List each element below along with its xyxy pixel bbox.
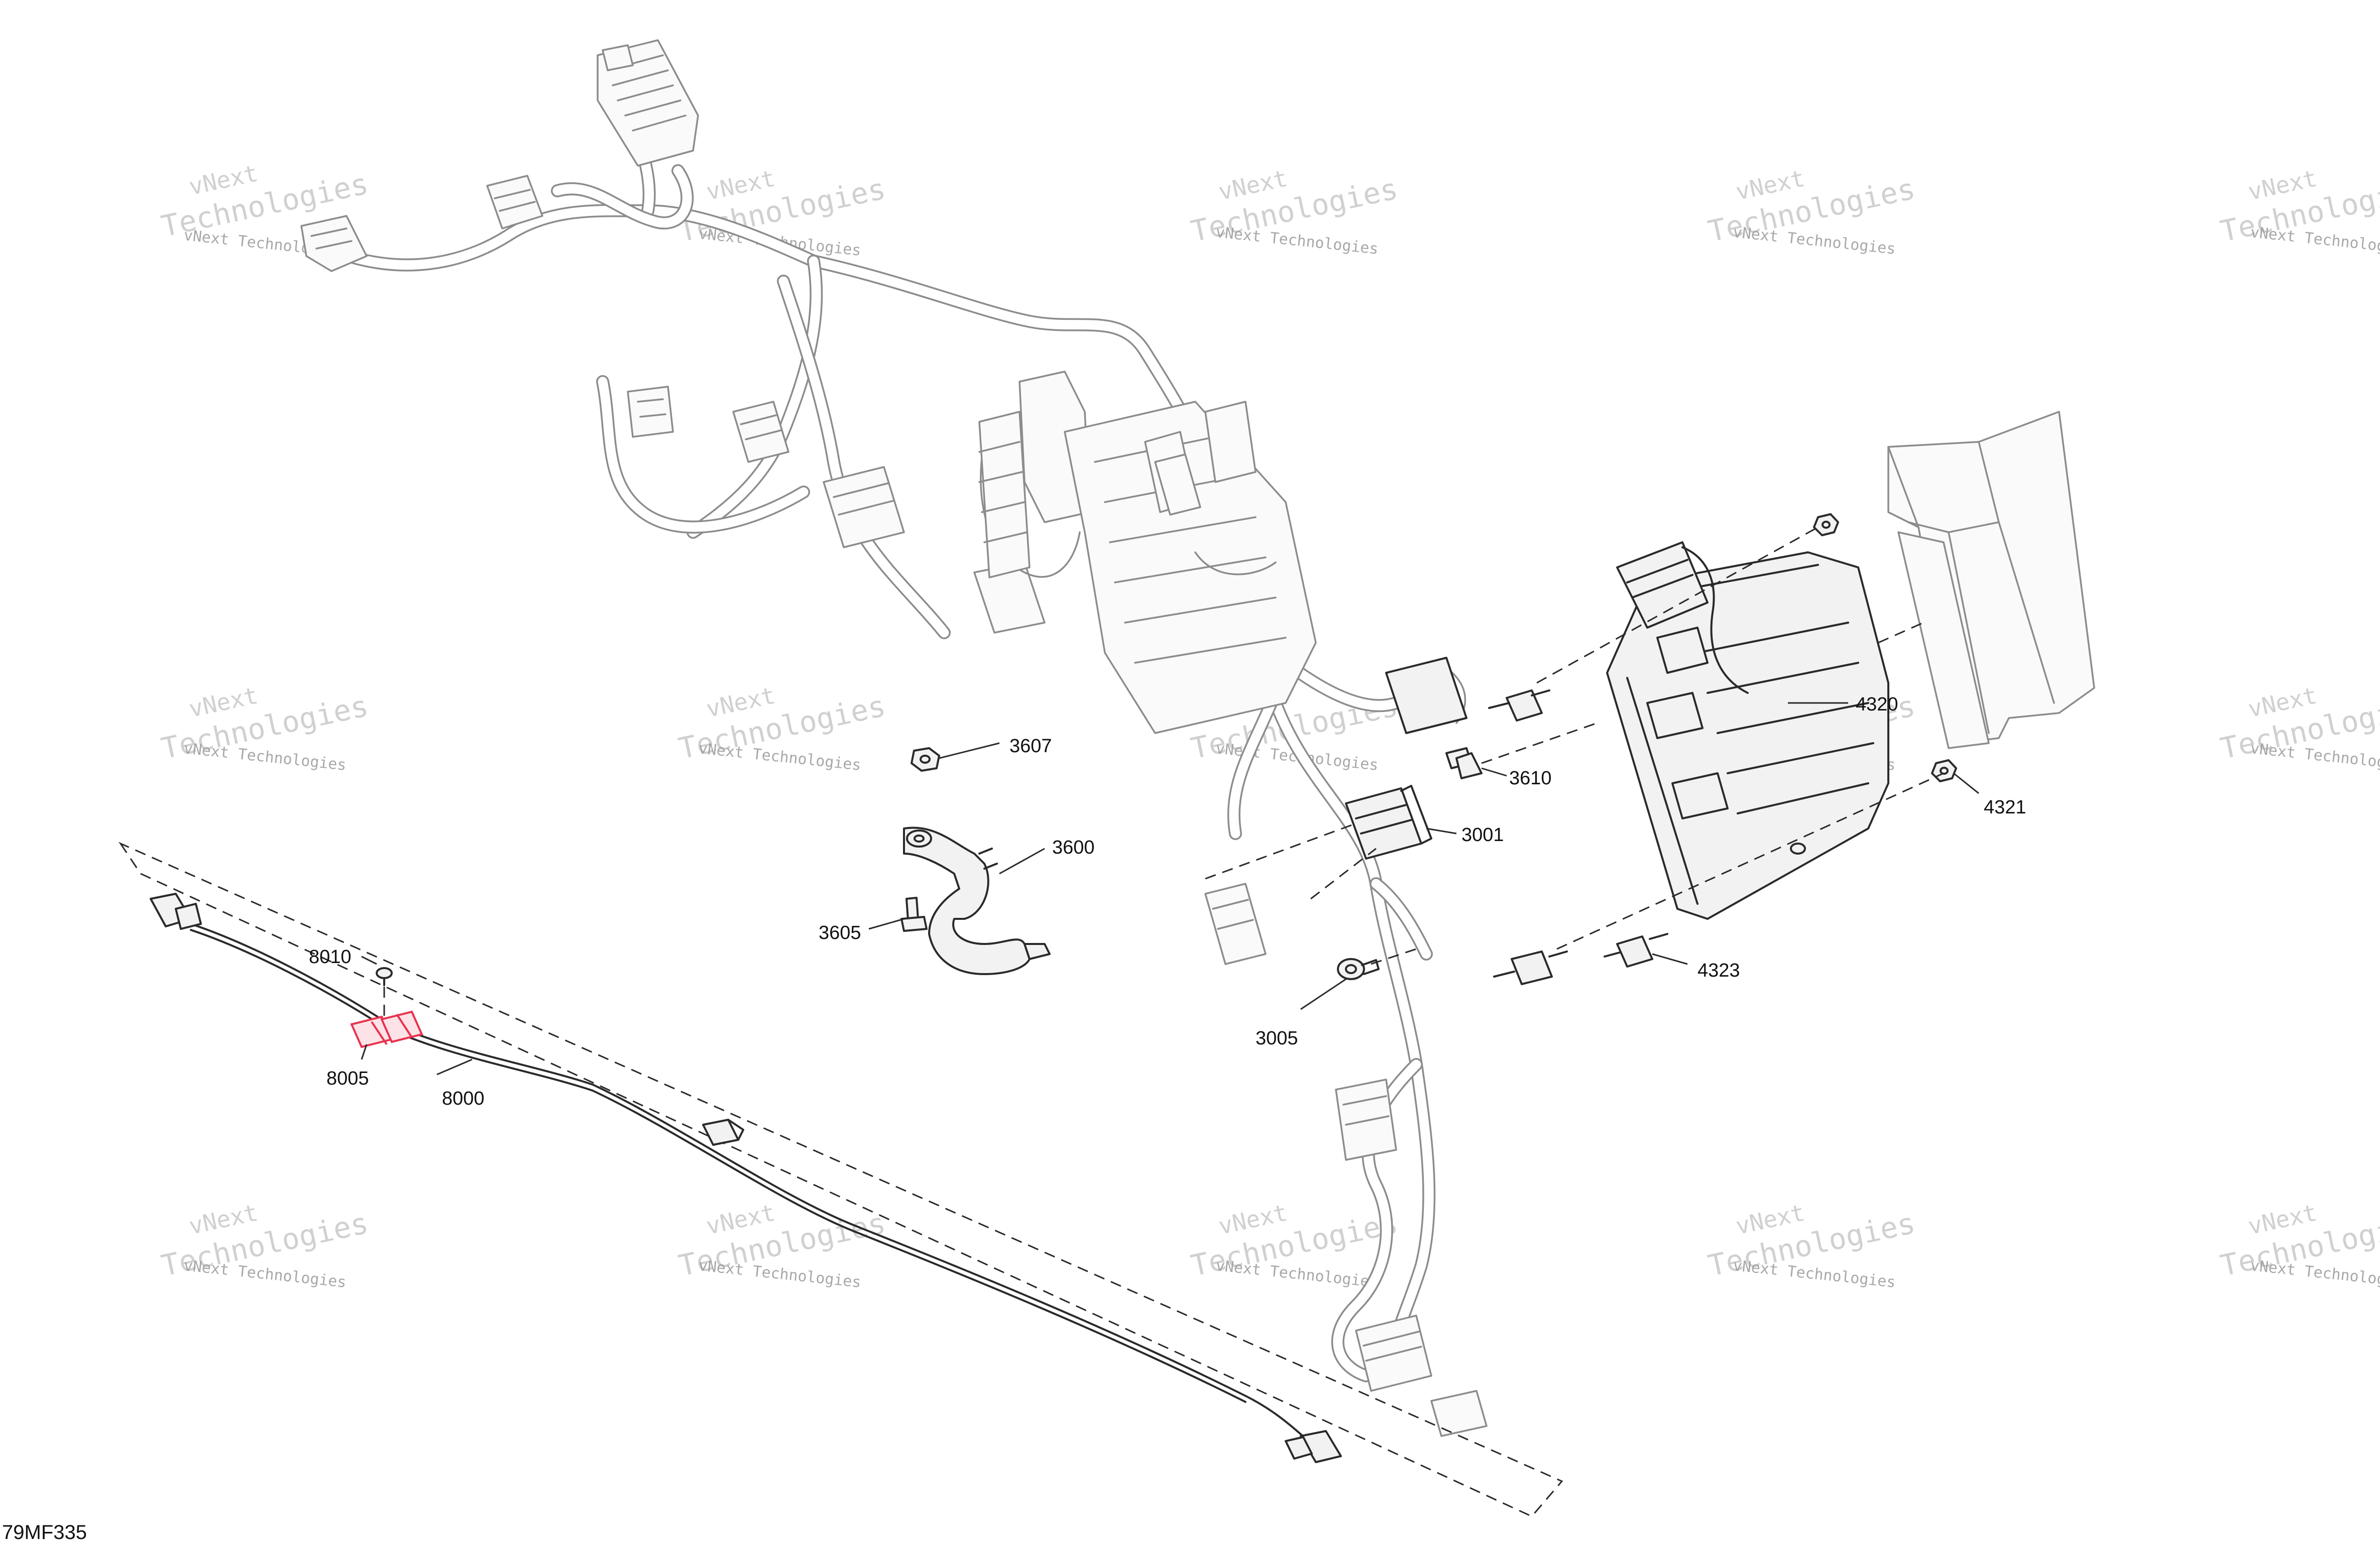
- voltage-regulator-4320[interactable]: [1385, 541, 1889, 920]
- harness-connector: [597, 39, 699, 167]
- watermark-text: vNext Technologies: [183, 1257, 347, 1291]
- callout-3005: 3005: [1256, 1028, 1298, 1049]
- nut-4321[interactable]: [1931, 759, 1957, 782]
- harness-connector: [823, 466, 905, 548]
- callout-8005: 8005: [326, 1068, 369, 1089]
- callout-labels: 3607 3600 3605 3610 3001 3005 4320 4321 …: [309, 694, 2026, 1109]
- harness-connector: [1335, 1079, 1397, 1161]
- rivet-8010[interactable]: [376, 967, 393, 1019]
- heat-shield: [1887, 411, 2095, 749]
- harness-connector: [627, 386, 674, 438]
- assembly-lines: [1205, 526, 1944, 965]
- bolt-3605[interactable]: [900, 897, 928, 932]
- harness-connector: [732, 401, 789, 463]
- figure-code: 79MF335: [2, 1521, 87, 1543]
- watermark-text: vNext Technologies: [1215, 1257, 1379, 1291]
- harness-connector: [1430, 1390, 1488, 1437]
- callout-3001: 3001: [1461, 824, 1504, 846]
- cable-clip-8005[interactable]: [350, 1010, 423, 1048]
- nut-4321[interactable]: [1813, 513, 1839, 536]
- watermark-text: vNext Technologies: [1732, 1257, 1896, 1291]
- callout-8010: 8010: [309, 946, 352, 968]
- callout-8000: 8000: [442, 1088, 485, 1109]
- callout-4323: 4323: [1697, 960, 1740, 981]
- nut-3607[interactable]: [911, 747, 940, 772]
- fuse-box-bracket: [978, 371, 1317, 734]
- watermark-text: vNext Technologies: [1732, 223, 1896, 258]
- battery-cable-3600[interactable]: [903, 826, 1051, 975]
- watermark-text: vNext Technologies: [183, 740, 347, 774]
- spacer-4323[interactable]: [1488, 689, 1550, 722]
- harness-connector: [1355, 1315, 1432, 1392]
- harness-connector: [1204, 883, 1267, 965]
- screw-3610[interactable]: [1445, 747, 1483, 779]
- harness-connector: [300, 215, 368, 272]
- callout-4321: 4321: [1984, 797, 2026, 818]
- callout-3600: 3600: [1052, 837, 1095, 858]
- callout-4320: 4320: [1856, 694, 1898, 715]
- sensor-harness-8000[interactable]: [118, 842, 1563, 1517]
- callout-3605: 3605: [819, 922, 861, 943]
- harness-connector: [486, 175, 543, 229]
- callout-3607: 3607: [1009, 736, 1052, 757]
- nut-3005[interactable]: [1337, 958, 1380, 980]
- spacer-4323[interactable]: [1604, 933, 1668, 968]
- connector-3001[interactable]: [1345, 785, 1432, 860]
- callout-3610: 3610: [1509, 768, 1552, 789]
- watermark-text: vNext Technologies: [1215, 223, 1379, 258]
- spacer-4323[interactable]: [1493, 951, 1568, 985]
- leader-lines: [361, 702, 1979, 1076]
